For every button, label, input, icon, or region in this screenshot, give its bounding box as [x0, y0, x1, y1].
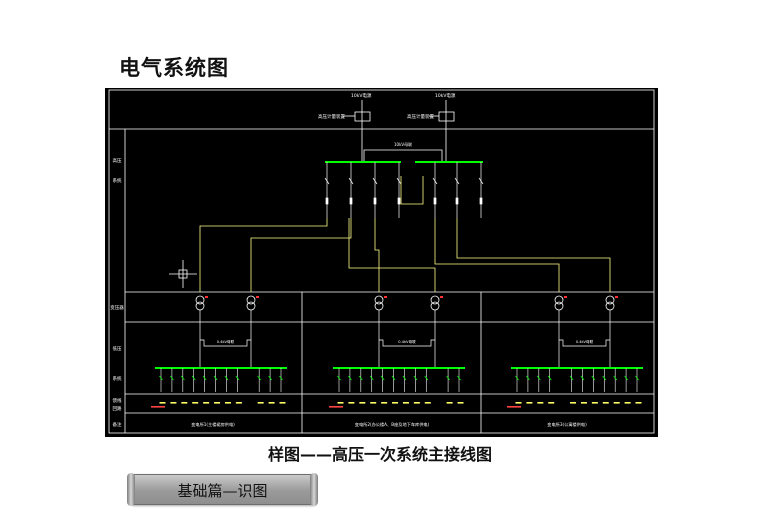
feeder-tag [402, 402, 409, 404]
transformer-winding [605, 301, 615, 311]
remark-tag [329, 406, 343, 408]
feeder-tag [446, 402, 453, 404]
feeder-tag [181, 402, 188, 404]
row-label-remarks: 备注 [113, 421, 122, 428]
row-label-hv-2: 系统 [113, 177, 122, 184]
hv-switch [479, 197, 483, 205]
transformer-winding [246, 301, 256, 311]
nav-scroll-button[interactable]: 基础篇—识图 [127, 473, 318, 506]
feeder-tag [337, 402, 344, 404]
transformer-winding [374, 295, 384, 305]
feeder-tag [613, 402, 620, 404]
transformer-tag [440, 296, 443, 298]
row-label-lv-1: 低压 [113, 345, 122, 352]
row-label-transformer: 变压器 [110, 304, 124, 311]
feeder-tag [279, 402, 286, 404]
transformer-winding [554, 301, 564, 311]
substation-3-name: 变电所3(公寓楼供电) [547, 421, 587, 428]
scroll-curl-right [310, 473, 318, 506]
source-1-meter: 高压计量装置 [318, 113, 345, 120]
hv-switch [433, 197, 437, 205]
transformer-winding [605, 295, 615, 305]
feeder-tag [457, 402, 464, 404]
feeder-tag [526, 402, 533, 404]
feeder-tag [192, 402, 199, 404]
transformer-tag [256, 296, 259, 298]
lv-tie-label: 0.4kV母联 [576, 339, 594, 344]
source-2-meter: 高压计量装置 [407, 113, 434, 120]
remark-tag [507, 406, 521, 408]
feeder-tag [413, 402, 420, 404]
feeder-tag [602, 402, 609, 404]
substation-2-name: 变电所2(办公楼A、B座及地下车库供电) [355, 421, 430, 428]
row-label-hv-1: 高压 [113, 157, 122, 164]
feeder-tag [392, 402, 399, 404]
feeder-tag [214, 402, 221, 404]
feeder-tag [580, 402, 587, 404]
transformer-winding [246, 295, 256, 305]
transformer-tag [615, 296, 618, 298]
feeder-tag [224, 402, 231, 404]
substation-block: 0.4kV母联 [507, 295, 643, 408]
feeder-tag [537, 402, 544, 404]
feeder-tag [591, 402, 598, 404]
hv-switch [455, 197, 459, 205]
transformer-winding [195, 301, 205, 311]
substation-block: 0.4kV母联 [151, 295, 287, 408]
diagram-caption: 样图——高压一次系统主接线图 [267, 445, 492, 464]
transformer-tag [205, 296, 208, 298]
diagram-canvas: 高压 系统 变压器 低压 系统 馈线 回路 备注 10kV电源 10kV电源 高… [108, 89, 655, 434]
transformer-winding [554, 295, 564, 305]
hv-tie-label: 10kV母联 [394, 141, 412, 147]
transformer-tag [384, 296, 387, 298]
feeder-tag [635, 402, 642, 404]
single-line-diagram: 高压 系统 变压器 低压 系统 馈线 回路 备注 10kV电源 10kV电源 高… [105, 88, 658, 437]
substation-1-name: 变电所1(主楼裙房供电) [191, 421, 235, 428]
hv-switch [325, 197, 329, 205]
source-1-label: 10kV电源 [351, 92, 372, 99]
feeder-tag [235, 402, 242, 404]
page-title: 电气系统图 [119, 56, 229, 80]
scroll-curl-left [127, 473, 135, 506]
hv-switch [397, 197, 401, 205]
row-label-lv-2: 系统 [113, 375, 122, 382]
feeder-tag [203, 402, 210, 404]
lv-tie-label: 0.4kV母联 [398, 339, 416, 344]
row-label-feeders-2: 回路 [113, 405, 122, 412]
transformer-winding [430, 301, 440, 311]
lv-tie-label: 0.4kV母联 [217, 339, 235, 344]
feeder-tag [515, 402, 522, 404]
feeder-tag [381, 402, 388, 404]
feeder-tag [548, 402, 555, 404]
hv-switch [373, 197, 377, 205]
feeder-tag [624, 402, 631, 404]
substation-block: 0.4kV母联 [329, 295, 465, 408]
transformer-winding [374, 301, 384, 311]
feeder-tag [370, 402, 377, 404]
feeder-tag [170, 402, 177, 404]
feeder-tag [268, 402, 275, 404]
remark-tag [151, 406, 165, 408]
feeder-tag [257, 402, 264, 404]
source-2-label: 10kV电源 [435, 92, 456, 99]
feeder-tag [570, 402, 577, 404]
feeder-tag [348, 402, 355, 404]
transformer-tag [564, 296, 567, 298]
feeder-tag [359, 402, 366, 404]
nav-button-label: 基础篇—识图 [177, 482, 268, 500]
hv-switch [349, 197, 353, 205]
feeder-tag [424, 402, 431, 404]
row-label-feeders-1: 馈线 [113, 397, 122, 404]
feeder-tag [159, 402, 166, 404]
transformer-winding [430, 295, 440, 305]
transformer-winding [195, 295, 205, 305]
